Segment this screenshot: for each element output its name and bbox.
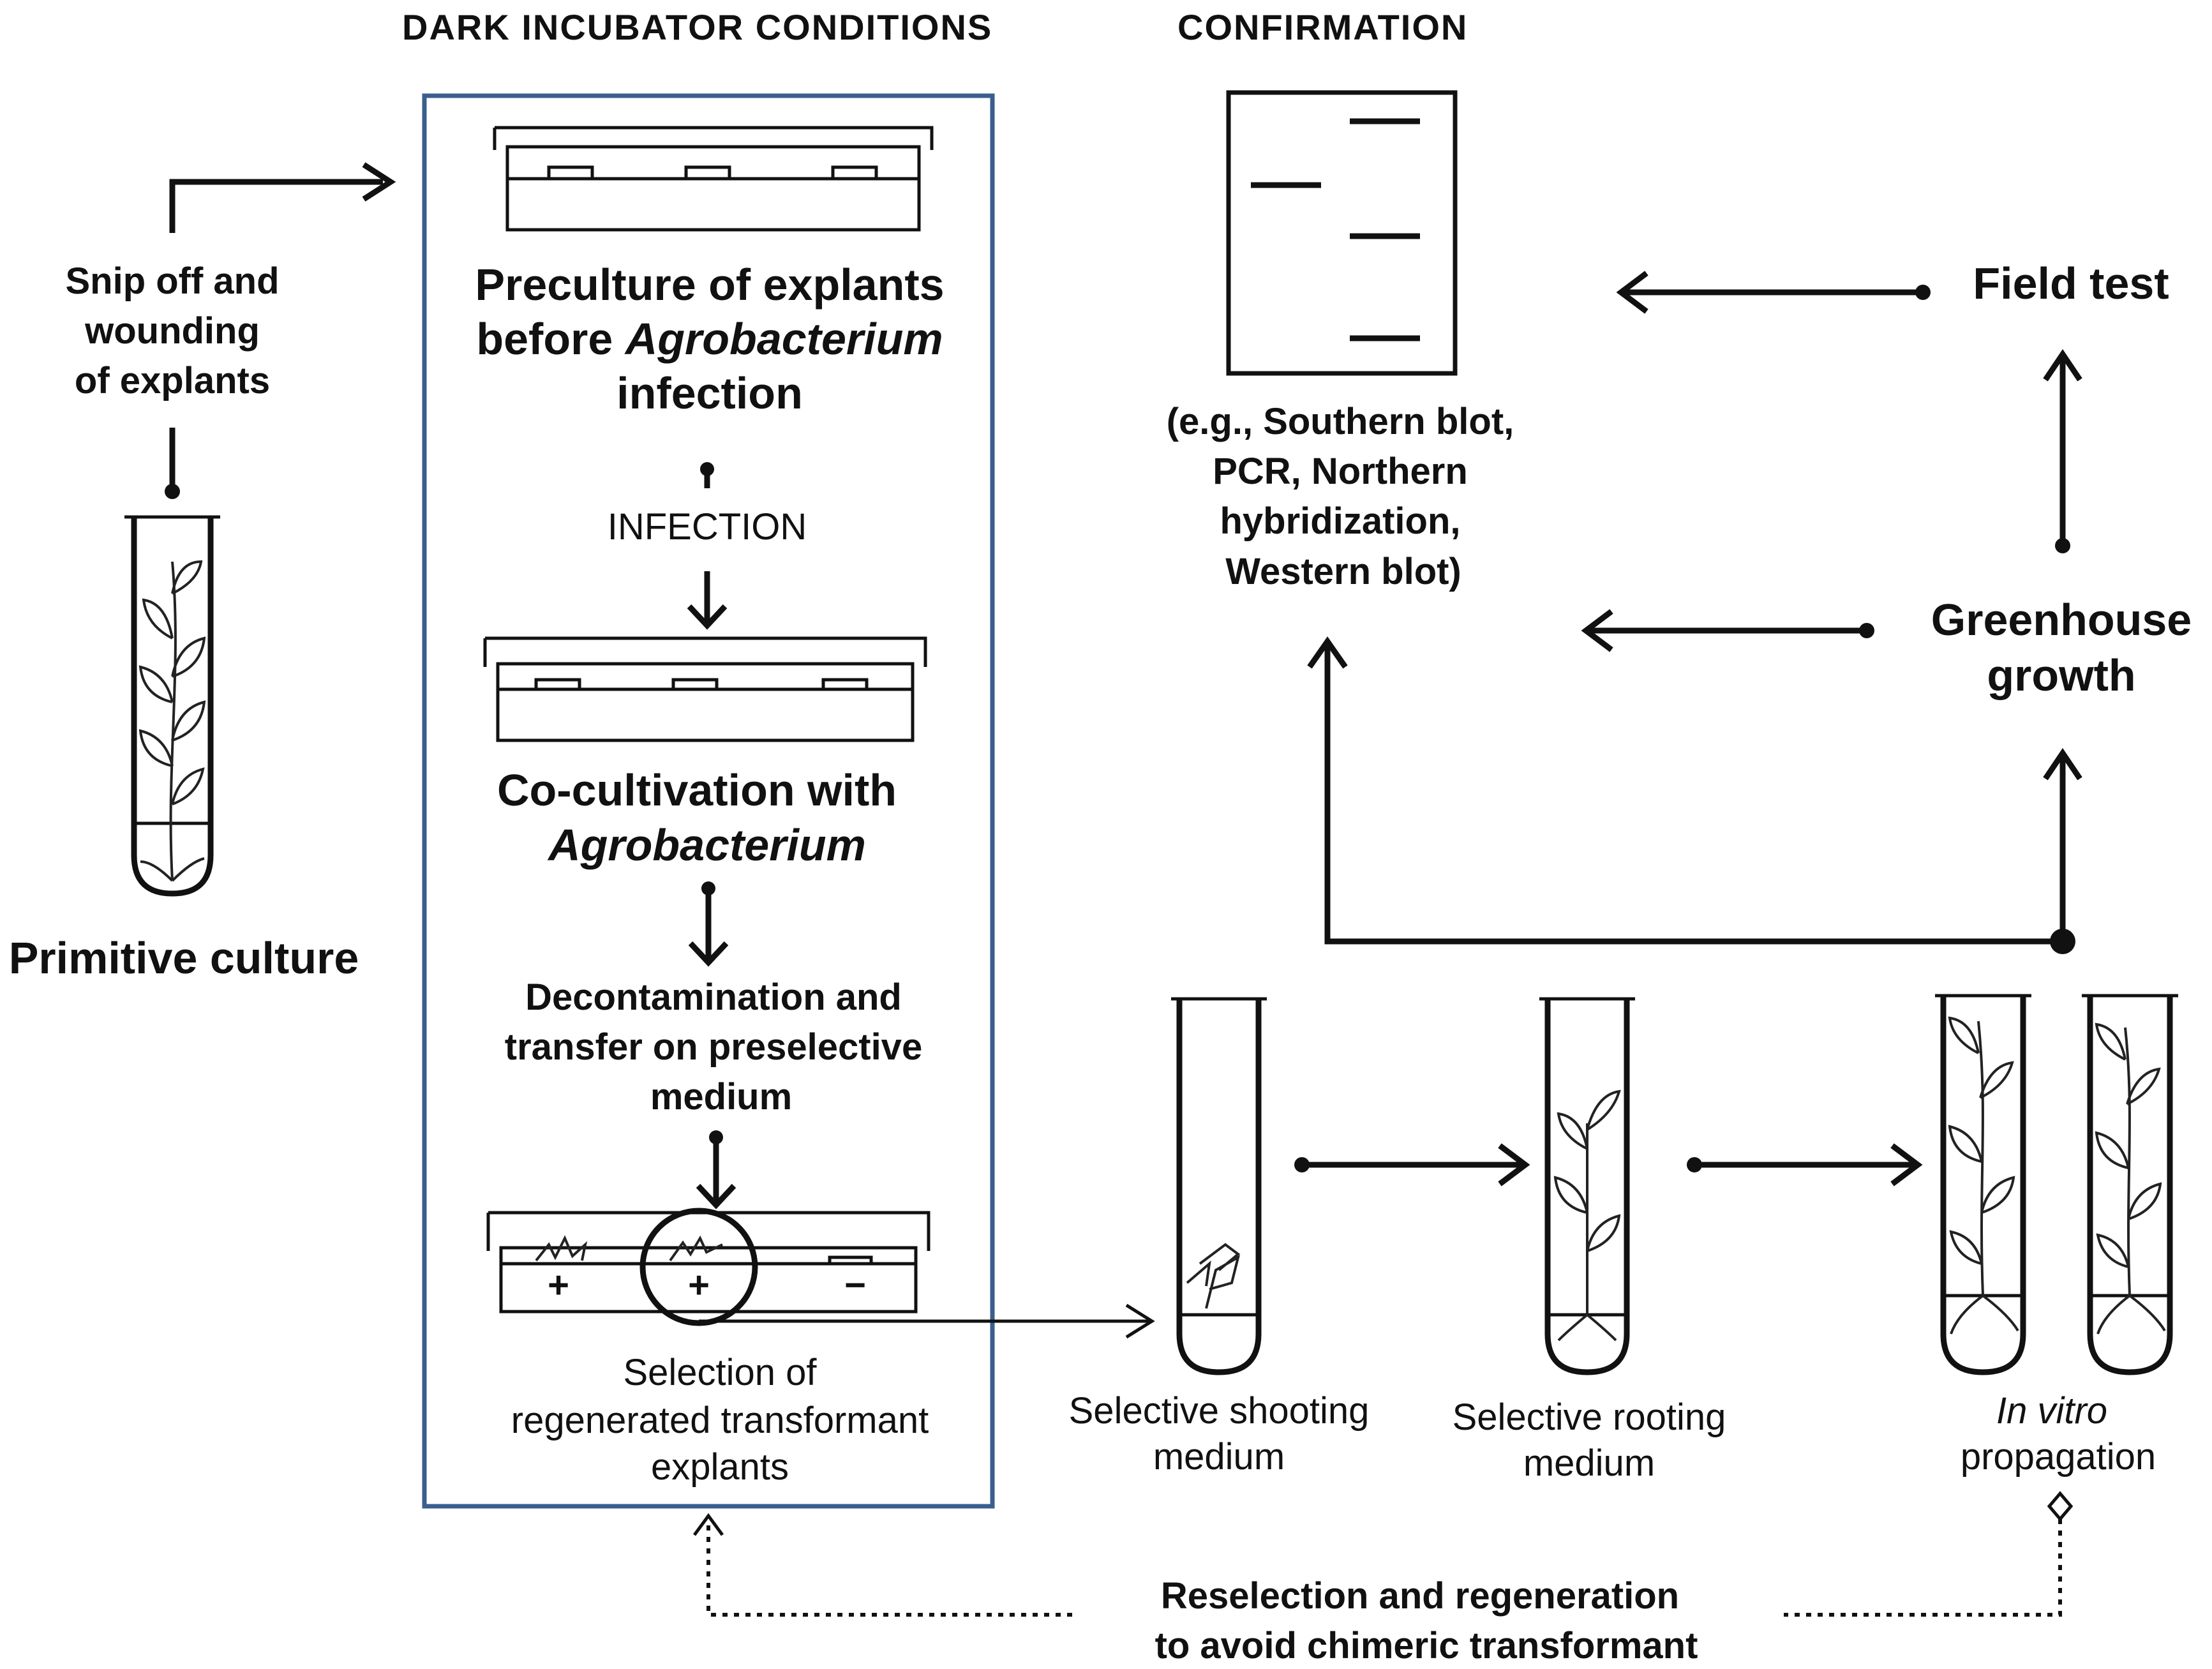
shooting-line1: Selective shooting — [1069, 1390, 1370, 1432]
rooting-tube — [1539, 997, 1635, 1375]
primitive-culture-tube — [124, 515, 220, 897]
cocult-dot — [701, 881, 715, 895]
reselection-line1: Reselection and regeneration — [1161, 1575, 1679, 1617]
dotted-arrowhead — [692, 1513, 724, 1536]
arrow-to-incubator — [169, 179, 383, 233]
infection-dot — [700, 462, 714, 476]
selection-line3: explants — [651, 1446, 789, 1488]
methods-line3: hybridization, — [1220, 500, 1461, 542]
dark-incubator-box — [422, 93, 995, 1509]
snip-label-line2: wounding — [84, 310, 260, 352]
decon-line1: Decontamination and — [525, 977, 902, 1018]
greenhouse-line2: growth — [1987, 650, 2135, 700]
arrow-head-to-incubator — [362, 162, 396, 202]
invitro-line1: In vitro — [1996, 1390, 2107, 1432]
snip-step: Snip off and wounding of explants — [65, 162, 396, 499]
field-test-label: Field test — [1973, 258, 2169, 308]
primitive-culture-label: Primitive culture — [9, 933, 359, 983]
selected-explant-circle — [639, 1208, 758, 1326]
petri-dish-preculture — [493, 126, 934, 232]
cocultivation-line2: Agrobacterium — [547, 820, 866, 870]
reselection-line2: to avoid chimeric transformant — [1155, 1625, 1698, 1666]
junction-dot — [2050, 929, 2075, 954]
preculture-line2: before Agrobacterium — [476, 314, 943, 364]
connector-dot — [165, 484, 180, 499]
methods-line4: Western blot) — [1225, 551, 1461, 592]
minus-sign: − — [844, 1264, 866, 1306]
invitro-tube-2 — [2082, 994, 2178, 1375]
selection-line2: regenerated transformant — [511, 1400, 929, 1441]
header-confirmation: CONFIRMATION — [1177, 7, 1468, 47]
shooting-line2: medium — [1153, 1436, 1285, 1478]
plus-sign-1: + — [548, 1264, 569, 1306]
methods-line2: PCR, Northern — [1213, 451, 1468, 492]
methods-line1: (e.g., Southern blot, — [1167, 401, 1514, 442]
cocultivation-line1: Co-cultivation with — [497, 765, 897, 815]
header-dark-incubator: DARK INCUBATOR CONDITIONS — [402, 7, 992, 47]
preculture-line1: Preculture of explants — [475, 260, 944, 310]
greenhouse-line1: Greenhouse — [1931, 595, 2192, 645]
infection-label: INFECTION — [608, 506, 807, 548]
line-invitro-to-confirmation — [1324, 645, 2063, 945]
gel-blot-image — [1226, 90, 1458, 376]
shooting-tube — [1171, 997, 1267, 1375]
rooting-line1: Selective rooting — [1453, 1396, 1726, 1438]
snip-label-line3: of explants — [75, 360, 270, 401]
rooting-line2: medium — [1523, 1442, 1655, 1484]
decon-line3: medium — [650, 1076, 792, 1118]
selection-line1: Selection of — [623, 1352, 817, 1393]
dotted-line-right — [1784, 1519, 2062, 1617]
decon-dot — [709, 1130, 723, 1144]
preculture-line3: infection — [617, 368, 803, 418]
diamond-marker — [2047, 1491, 2074, 1522]
invitro-tube-1 — [1935, 994, 2031, 1375]
dotted-line-left — [706, 1522, 1072, 1617]
invitro-line2: propagation — [1961, 1436, 2156, 1478]
petri-dish-cocultivation — [483, 636, 927, 742]
petri-dish-selection — [486, 1208, 930, 1326]
decon-line2: transfer on preselective — [505, 1026, 922, 1068]
plus-sign-2: + — [688, 1264, 710, 1306]
snip-label-line1: Snip off and — [65, 260, 279, 302]
